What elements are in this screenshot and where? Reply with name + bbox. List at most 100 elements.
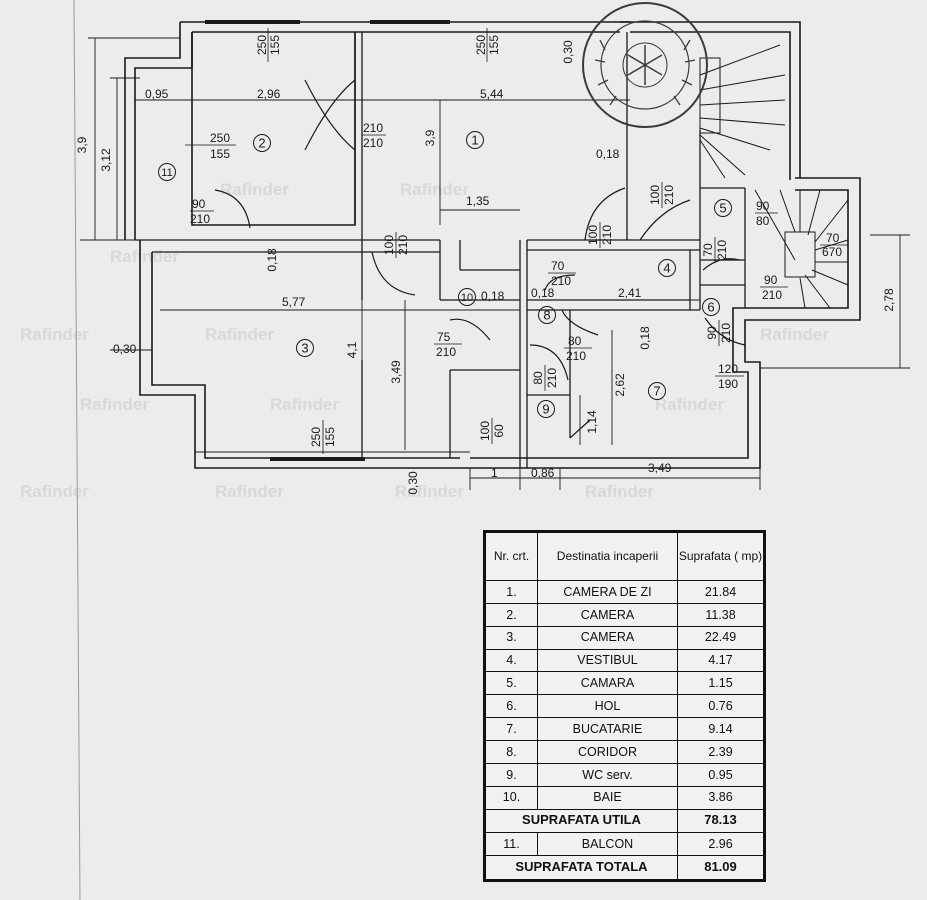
row-name: CAMERA — [537, 625, 678, 650]
svg-text:210: 210 — [190, 212, 210, 226]
dim-2-41: 2,41 — [618, 286, 642, 300]
door-mark-90-a: 90 210 — [760, 273, 788, 302]
svg-text:80: 80 — [568, 334, 582, 348]
door-swings — [214, 79, 746, 439]
dim-0-18-d: 0,18 — [531, 286, 555, 300]
row-name: CAMERA DE ZI — [537, 580, 678, 604]
dim-0-30-bottom: 0,30 — [406, 471, 420, 495]
svg-text:80: 80 — [756, 214, 770, 228]
row-name: WC serv. — [537, 762, 678, 787]
svg-text:90: 90 — [756, 199, 770, 213]
svg-text:90: 90 — [192, 197, 206, 211]
dim-1-14: 1,14 — [585, 410, 599, 434]
room-label-9: 9 — [542, 402, 549, 417]
dim-1-35: 1,35 — [466, 194, 490, 208]
row-nr: 2. — [485, 602, 538, 627]
svg-text:100: 100 — [382, 235, 396, 255]
watermark-text: Rafinder — [80, 395, 149, 414]
svg-text:80: 80 — [531, 371, 545, 385]
watermark-text: Rafinder — [760, 325, 829, 344]
svg-text:210: 210 — [363, 121, 383, 135]
row-name: VESTIBUL — [537, 648, 678, 673]
svg-text:250: 250 — [210, 131, 230, 145]
row-nr: 5. — [485, 671, 538, 696]
header-suprafata: Suprafata ( mp) — [677, 532, 764, 581]
svg-text:70: 70 — [701, 243, 715, 257]
room-label-6: 6 — [707, 300, 714, 315]
row-name: BUCATARIE — [537, 717, 678, 742]
window-mark-bath: 100 60 — [478, 418, 506, 444]
row-area: 22.49 — [677, 625, 764, 650]
dim-4-1: 4,1 — [345, 341, 359, 358]
row-nr: 6. — [485, 694, 538, 719]
door-mark-80-b: 80 210 — [531, 365, 559, 391]
svg-text:120: 120 — [718, 362, 738, 376]
svg-text:210: 210 — [762, 288, 782, 302]
watermark-text: Rafinder — [220, 180, 289, 199]
svg-text:75: 75 — [437, 330, 451, 344]
watermark-text: Rafinder — [400, 180, 469, 199]
watermark-text: Rafinder — [270, 395, 339, 414]
dimension-lines — [80, 37, 910, 490]
row-nr: 3. — [485, 625, 538, 650]
area-table-grid: Nr. crt. Destinatia incaperii Suprafata … — [485, 532, 764, 880]
svg-text:155: 155 — [268, 35, 282, 55]
row-area: 1.15 — [677, 671, 764, 696]
watermark-text: Rafinder — [205, 325, 274, 344]
svg-text:100: 100 — [586, 225, 600, 245]
svg-text:210: 210 — [715, 240, 729, 260]
dim-0-18-e: 0,18 — [638, 326, 652, 350]
door-mark-70-670: 70 670 — [820, 231, 848, 259]
row-nr: 11. — [485, 832, 538, 857]
row-name: CORIDOR — [537, 740, 678, 764]
door-mark-90-80: 90 80 — [755, 199, 778, 228]
dim-3-9-mid: 3,9 — [423, 129, 437, 146]
room-label-4: 4 — [663, 261, 670, 276]
svg-text:70: 70 — [551, 259, 565, 273]
table-row-balcon: 11. BALCON 2.96 — [485, 832, 764, 857]
svg-text:210: 210 — [600, 225, 614, 245]
row-nr: 10. — [485, 785, 538, 810]
dim-0-18-a: 0,18 — [596, 147, 620, 161]
door-mark-120-190: 120 190 — [715, 362, 744, 391]
door-size-marks: 250 155 250 155 210 210 250 155 90 210 1… — [185, 28, 848, 454]
svg-text:190: 190 — [718, 377, 738, 391]
watermark-text: Rafinder — [20, 482, 89, 501]
room-label-2: 2 — [258, 136, 265, 151]
door-mark-70-a: 70 210 — [548, 259, 576, 288]
total-totala-row: SUPRAFATA TOTALA 81.09 — [485, 855, 764, 880]
totala-label: SUPRAFATA TOTALA — [485, 855, 678, 880]
row-area: 0.76 — [677, 694, 764, 719]
room-label-3: 3 — [301, 341, 308, 356]
door-mark-75: 75 210 — [434, 330, 462, 359]
area-table: Nr. crt. Destinatia incaperii Suprafata … — [483, 530, 766, 882]
watermark-text: Rafinder — [110, 247, 179, 266]
official-stamp — [582, 2, 708, 128]
room-label-11: 11 — [161, 167, 172, 179]
svg-text:210: 210 — [662, 185, 676, 205]
svg-text:210: 210 — [396, 235, 410, 255]
interior-walls — [135, 32, 746, 468]
row-name: CAMARA — [537, 671, 678, 696]
dim-0-30-top: 0,30 — [561, 40, 575, 64]
row-nr: 8. — [485, 740, 538, 764]
svg-text:155: 155 — [210, 147, 230, 161]
watermark-text: Rafinder — [20, 325, 89, 344]
room-labels: 2 1 11 3 4 5 6 7 8 9 10 — [158, 131, 732, 418]
row-nr: 7. — [485, 717, 538, 742]
svg-text:70: 70 — [826, 231, 840, 245]
table-row: 9.WC serv.0.95 — [485, 762, 764, 787]
dim-0-18-b: 0,18 — [265, 248, 279, 272]
svg-text:250: 250 — [255, 35, 269, 55]
watermark-text: Rafinder — [215, 482, 284, 501]
row-area: 3.86 — [677, 785, 764, 810]
dim-2-62: 2,62 — [613, 373, 627, 397]
dim-3-12: 3,12 — [99, 148, 113, 172]
dim-5-77: 5,77 — [282, 295, 306, 309]
door-mark-80-a: 80 210 — [564, 334, 592, 363]
